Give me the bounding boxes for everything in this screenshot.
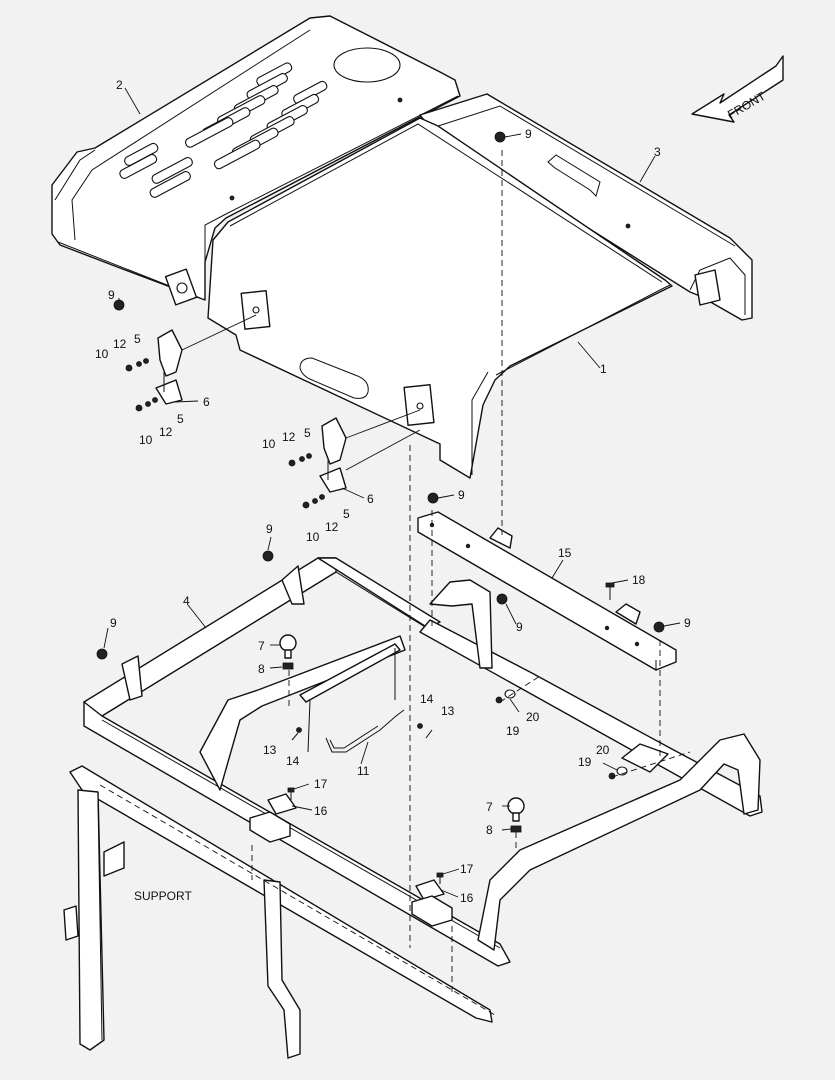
callout-9: 9 xyxy=(525,127,532,141)
callout-20: 20 xyxy=(596,743,610,757)
callout-5: 5 xyxy=(134,332,141,346)
callout-5: 5 xyxy=(343,507,350,521)
callout-10: 10 xyxy=(306,530,320,544)
knob-7-upper xyxy=(279,634,297,670)
callout-9: 9 xyxy=(108,288,115,302)
latch-cable xyxy=(325,709,405,753)
callout-9: 9 xyxy=(458,488,465,502)
callout-12: 12 xyxy=(325,520,339,534)
callout-14: 14 xyxy=(420,692,434,706)
callout-17: 17 xyxy=(460,862,474,876)
callout-15: 15 xyxy=(558,546,572,560)
front-cross-bar xyxy=(417,511,677,671)
callout-20: 20 xyxy=(526,710,540,724)
callout-19: 19 xyxy=(506,724,520,738)
callout-8: 8 xyxy=(258,662,265,676)
callout-13: 13 xyxy=(263,743,277,757)
support-frame xyxy=(63,765,496,1059)
rear-hood-cover xyxy=(51,15,461,306)
screws xyxy=(287,582,615,884)
callout-5: 5 xyxy=(304,426,311,440)
callout-10: 10 xyxy=(139,433,153,447)
callout-16: 16 xyxy=(460,891,474,905)
callout-7: 7 xyxy=(486,800,493,814)
callout-12: 12 xyxy=(159,425,173,439)
callout-9: 9 xyxy=(110,616,117,630)
callout-3: 3 xyxy=(654,145,661,159)
callout-14: 14 xyxy=(286,754,300,768)
callout-1: 1 xyxy=(600,362,607,376)
clip-16-upper xyxy=(267,793,297,815)
callout-2: 2 xyxy=(116,78,123,92)
knob-7-lower xyxy=(507,797,525,833)
callout-19: 19 xyxy=(578,755,592,769)
main-frame xyxy=(83,557,763,967)
callout-7: 7 xyxy=(258,639,265,653)
callout-9: 9 xyxy=(684,616,691,630)
latch-assembly-upper xyxy=(125,314,257,412)
callout-10: 10 xyxy=(95,347,109,361)
callout-5: 5 xyxy=(177,412,184,426)
callout-6: 6 xyxy=(367,492,374,506)
clip-16-lower xyxy=(415,879,445,901)
support-label: SUPPORT xyxy=(134,889,192,903)
alignment-lines xyxy=(251,150,691,994)
callout-10: 10 xyxy=(262,437,276,451)
callout-6: 6 xyxy=(203,395,210,409)
hood-top-panel xyxy=(207,117,673,479)
front-direction-arrow: FRONT xyxy=(691,55,784,123)
callout-16: 16 xyxy=(314,804,328,818)
leader-lines xyxy=(103,87,681,898)
latch-assembly-lower xyxy=(288,409,421,509)
callout-9: 9 xyxy=(266,522,273,536)
callout-13: 13 xyxy=(441,704,455,718)
callout-8: 8 xyxy=(486,823,493,837)
callout-4: 4 xyxy=(183,594,190,608)
callout-18: 18 xyxy=(632,573,646,587)
callout-17: 17 xyxy=(314,777,328,791)
callout-11: 11 xyxy=(357,764,370,778)
front-top-panel xyxy=(419,93,753,321)
callout-12: 12 xyxy=(113,337,127,351)
callout-labels: 2 3 9 9 1 10 12 5 6 5 12 10 10 12 5 6 5 … xyxy=(95,78,691,905)
callout-12: 12 xyxy=(282,430,296,444)
slider-blocks xyxy=(249,811,453,927)
callout-9: 9 xyxy=(516,620,523,634)
